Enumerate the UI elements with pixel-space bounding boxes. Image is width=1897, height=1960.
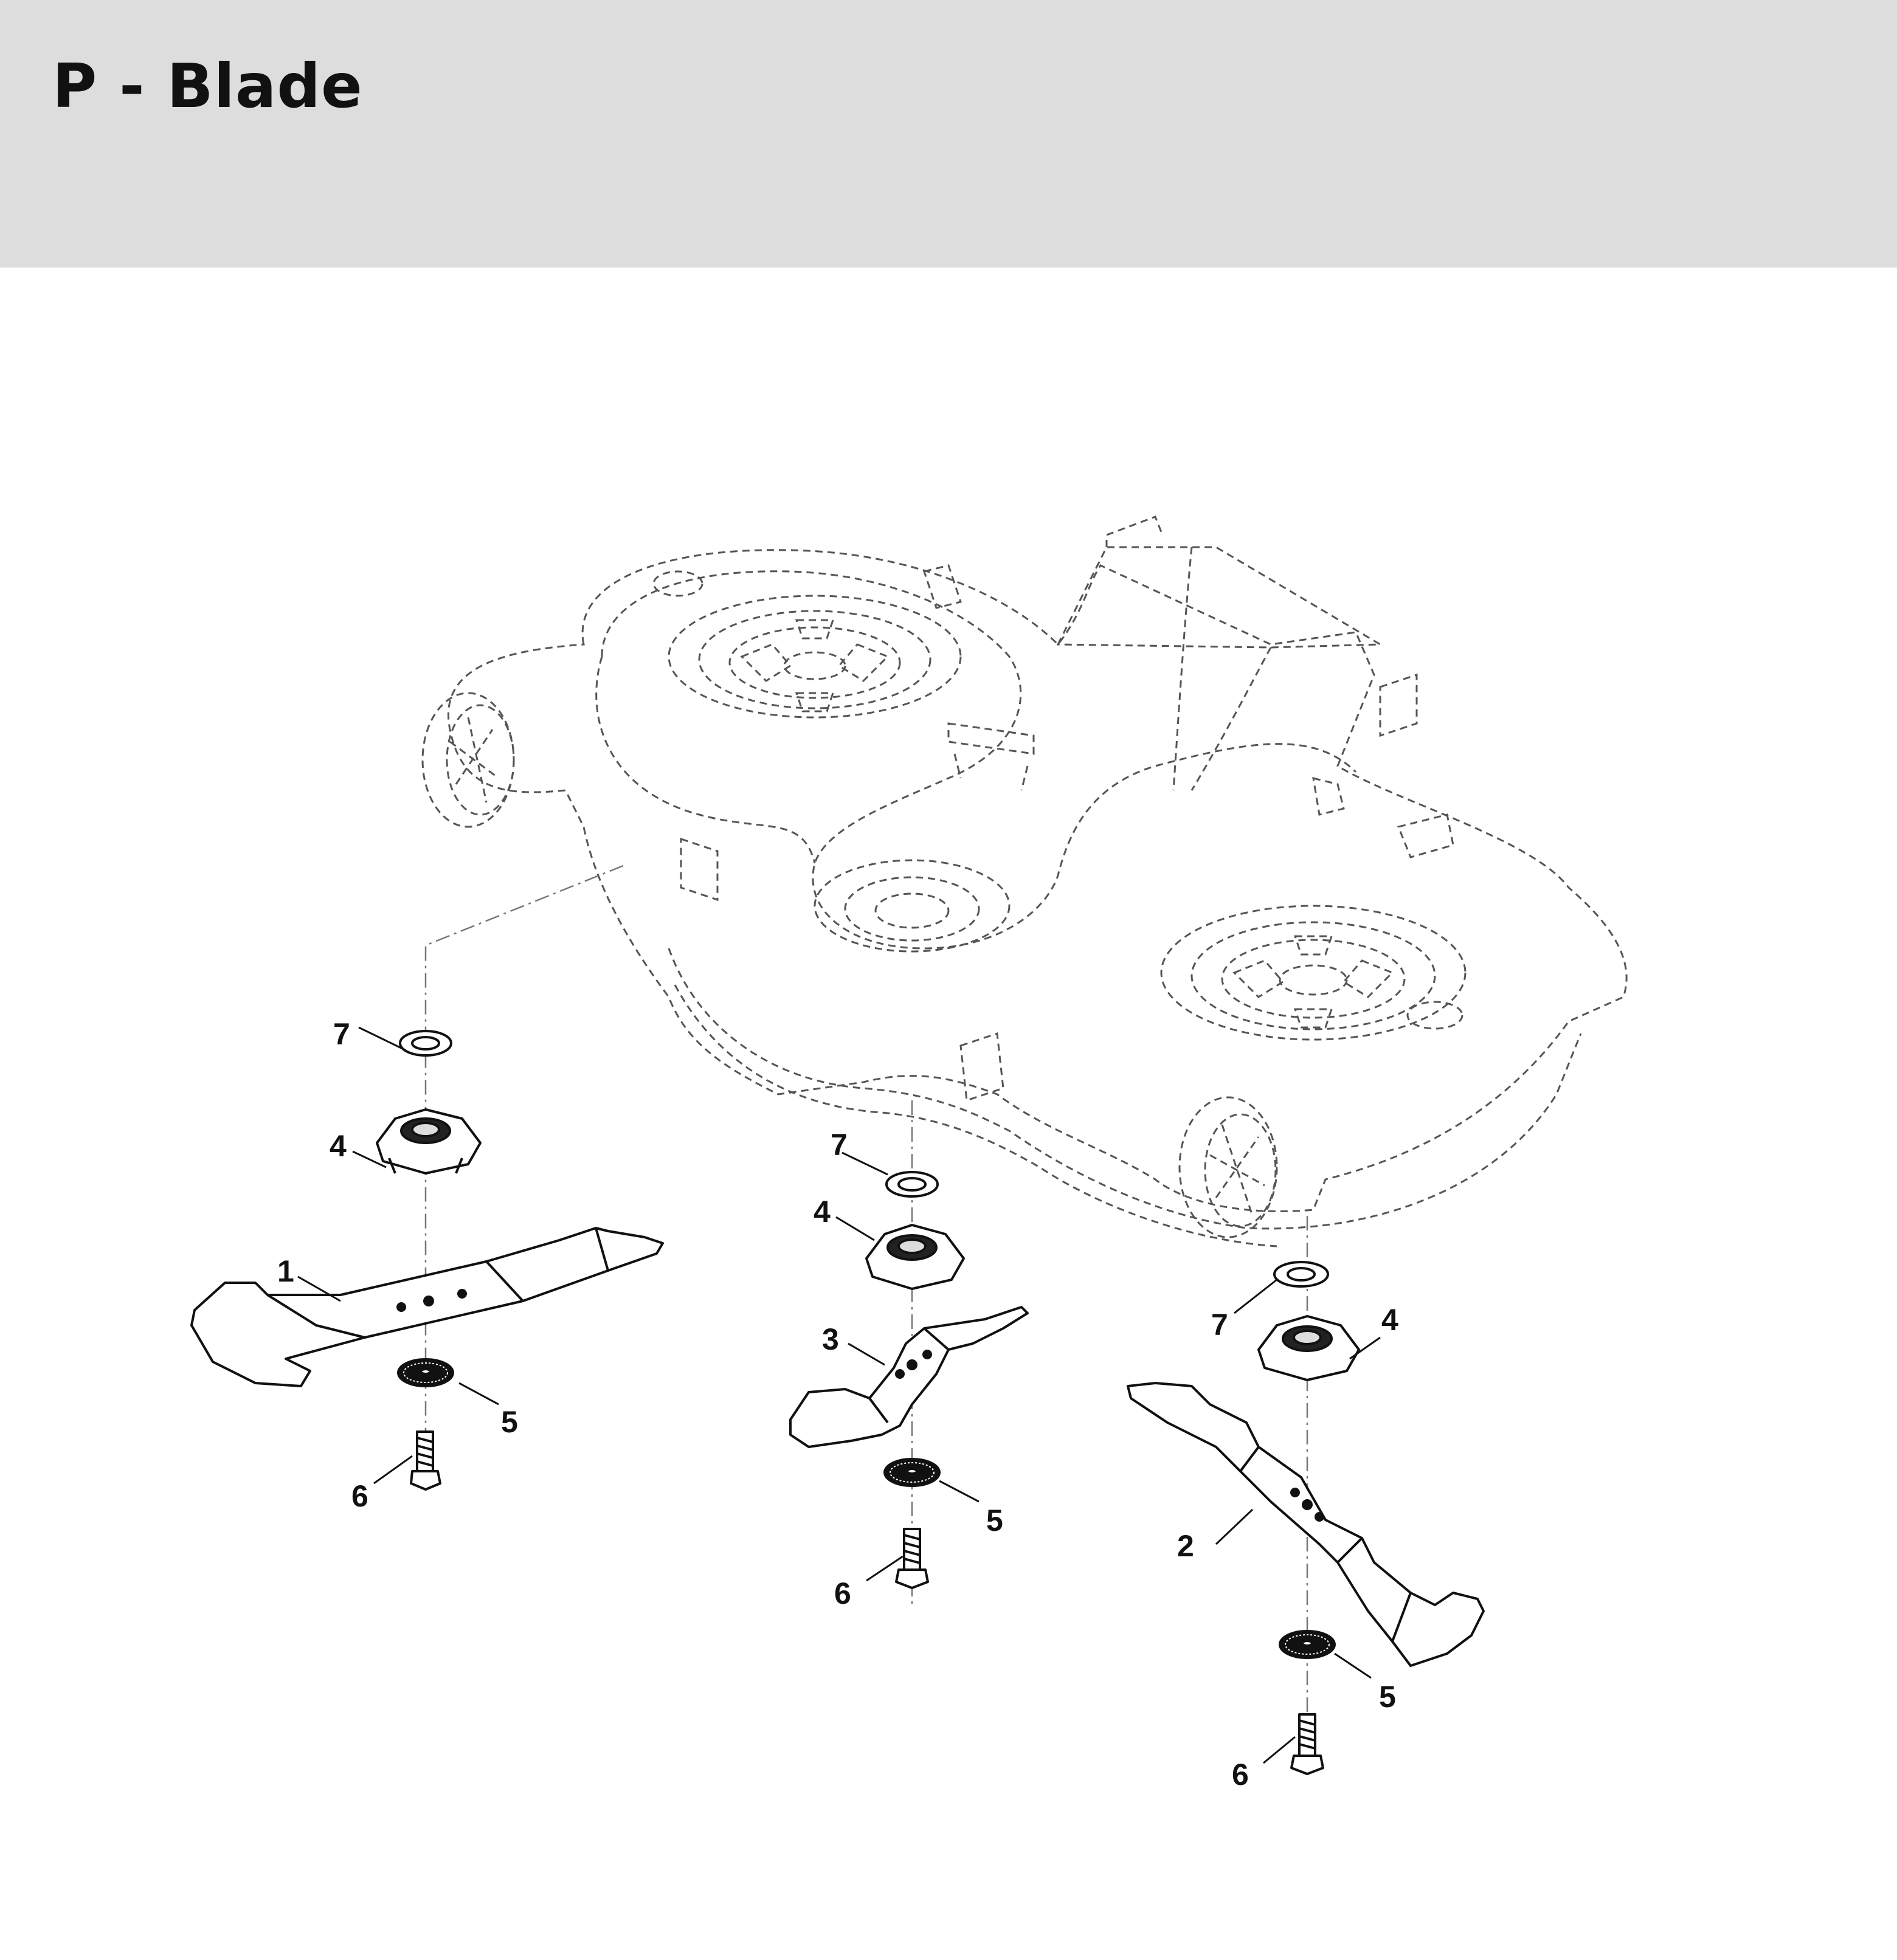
callout-6-right: 6 bbox=[1232, 1758, 1249, 1792]
callout-3: 3 bbox=[822, 1322, 839, 1356]
callout-7-right: 7 bbox=[1211, 1308, 1228, 1342]
blade-adapter-part-4-center bbox=[865, 1224, 965, 1290]
callout-4-right: 4 bbox=[1381, 1303, 1398, 1337]
callout-7-left: 7 bbox=[333, 1017, 350, 1051]
page-header: P - Blade bbox=[0, 0, 1897, 267]
blade-adapter-part-4-right bbox=[1257, 1315, 1360, 1381]
mower-blade-part-2 bbox=[1127, 1382, 1485, 1667]
callout-6-left: 6 bbox=[351, 1479, 368, 1513]
callout-4-left: 4 bbox=[330, 1129, 347, 1163]
bolt-part-6-right bbox=[1290, 1713, 1324, 1775]
callout-5-left: 5 bbox=[501, 1405, 518, 1439]
right-blade-assembly bbox=[1127, 1261, 1485, 1775]
page-title: P - Blade bbox=[52, 50, 363, 122]
washer-part-7-left bbox=[399, 1030, 452, 1057]
spring-washer-part-5-left bbox=[397, 1358, 454, 1387]
callout-5-center: 5 bbox=[986, 1503, 1003, 1537]
callout-labels: 7 4 1 5 6 7 4 3 5 6 7 4 2 5 6 bbox=[277, 1017, 1398, 1792]
callout-6-center: 6 bbox=[834, 1576, 851, 1610]
callout-5-right: 5 bbox=[1379, 1680, 1396, 1714]
bolt-part-6-left bbox=[410, 1430, 441, 1491]
left-blade-assembly bbox=[190, 1030, 664, 1491]
center-blade-assembly bbox=[789, 1171, 1029, 1589]
spring-washer-part-5-center bbox=[883, 1458, 941, 1487]
callout-7-center: 7 bbox=[831, 1128, 848, 1162]
blade-adapter-part-4-left bbox=[376, 1108, 482, 1175]
bolt-part-6-center bbox=[895, 1528, 929, 1589]
mower-blade-part-1 bbox=[190, 1227, 664, 1387]
washer-part-7-right bbox=[1273, 1261, 1329, 1288]
callout-4-center: 4 bbox=[814, 1195, 831, 1229]
callout-leaders bbox=[297, 1026, 1381, 1764]
spring-washer-part-5-right bbox=[1279, 1630, 1336, 1659]
mower-blade-part-3 bbox=[789, 1306, 1029, 1448]
callout-2: 2 bbox=[1177, 1529, 1194, 1563]
callout-1: 1 bbox=[277, 1254, 294, 1288]
mower-deck-outline bbox=[421, 516, 1628, 1247]
washer-part-7-center bbox=[885, 1171, 939, 1198]
exploded-parts-diagram: 7 4 1 5 6 7 4 3 5 6 7 4 2 5 6 bbox=[190, 516, 1628, 1792]
assembly-axis-lines bbox=[424, 864, 1308, 1775]
